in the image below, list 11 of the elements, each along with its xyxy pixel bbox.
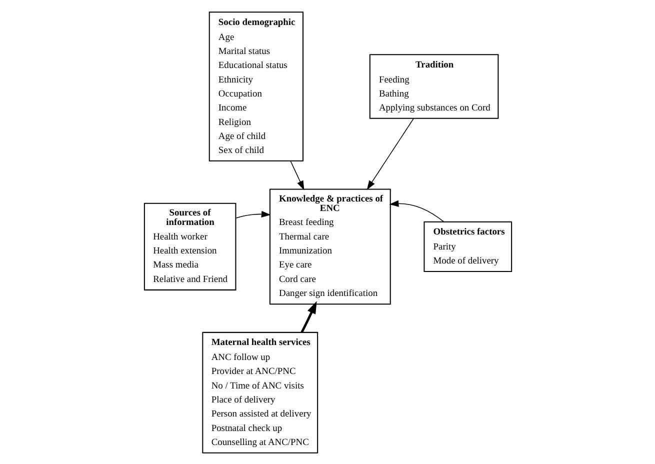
node-box: Sources of information Health worker Health extension Mass media Relative and Friend bbox=[143, 202, 236, 290]
arrow bbox=[300, 300, 316, 332]
arrow bbox=[366, 118, 414, 190]
node-box: Maternal health services ANC follow up Provider at ANC/PNC No / Time of ANC visits Place of delivery Person assisted at delivery Postnatal check up Counselling at ANC/PNC bbox=[202, 331, 318, 453]
arrow bbox=[234, 210, 270, 218]
arrow bbox=[388, 200, 444, 222]
node-box: Socio demographic Age Marital status Educational status Ethnicity Occupation Income Religion Age of child Sex of child bbox=[208, 11, 304, 161]
node-box: Obstetrics factors Parity Mode of delivery bbox=[423, 220, 512, 272]
node-box: Tradition Feeding Bathing Applying substances on Cord bbox=[368, 54, 498, 118]
arrow bbox=[290, 160, 304, 190]
node-box: Knowledge & practices of ENC Breast feeding Thermal care Immunization Eye care Cord care Danger sign identification bbox=[268, 188, 390, 304]
